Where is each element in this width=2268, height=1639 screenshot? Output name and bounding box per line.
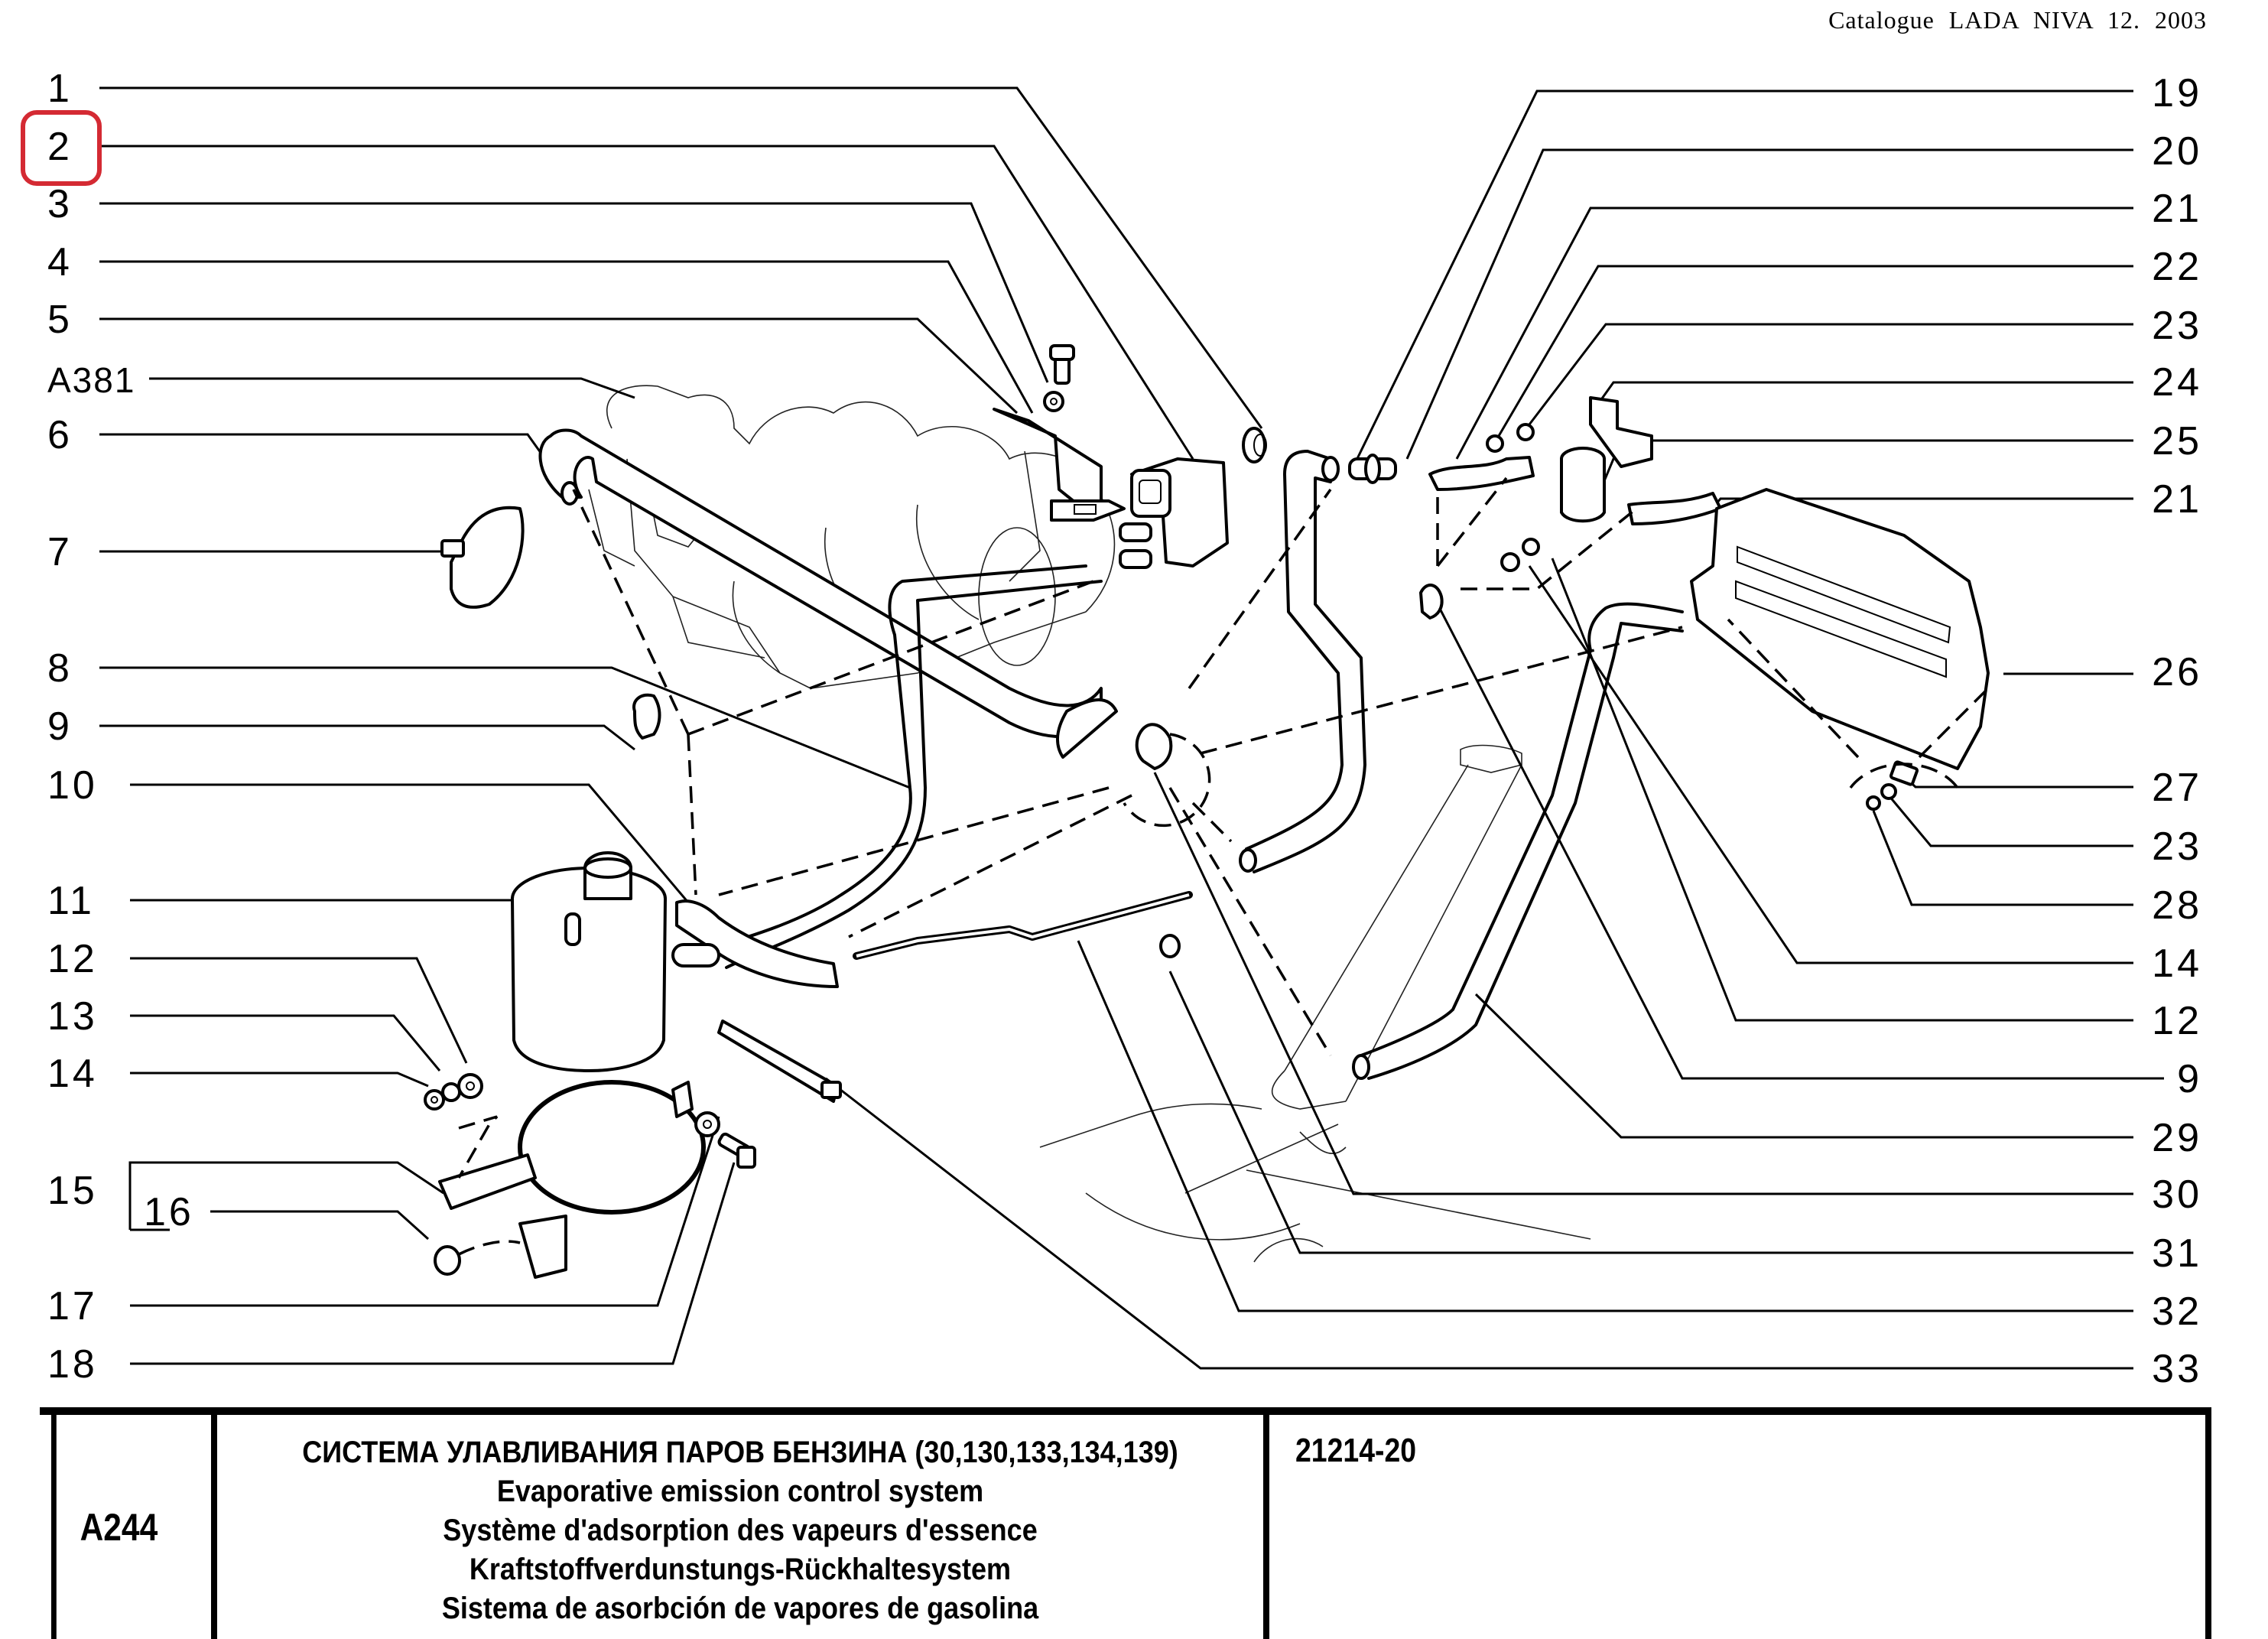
hose-part-19 xyxy=(1239,450,1366,873)
title-german: Kraftstoffverdunstungs-Rückhaltesystem xyxy=(469,1553,1012,1586)
washer-part-4 xyxy=(1043,391,1064,412)
callout-right-27: 27 xyxy=(2152,766,2202,810)
nut-part-12-right xyxy=(1500,552,1520,572)
hose-part-10 xyxy=(671,899,839,988)
callouts-right: 19 20 21 22 23 24 25 21 26 27 23 28 14 12 9 29 30 31 32 33 xyxy=(2152,71,2202,1391)
callout-left-3: 3 xyxy=(47,182,73,226)
description-cell: СИСТЕМА УЛАВЛИВАНИЯ ПАРОВ БЕНЗИНА (30,13… xyxy=(211,1415,1263,1639)
clamp-part-9-right xyxy=(1419,584,1444,620)
clamp-part-30 xyxy=(1135,723,1173,770)
callout-left-11: 11 xyxy=(47,879,95,923)
grommet-part-1 xyxy=(1242,427,1267,463)
callout-right-30: 30 xyxy=(2152,1172,2202,1217)
callout-left-7: 7 xyxy=(47,530,73,574)
callout-right-28: 28 xyxy=(2152,883,2202,928)
callout-left-15: 15 xyxy=(47,1169,98,1213)
callout-right-24: 24 xyxy=(2152,360,2202,405)
valve-part-25 xyxy=(1560,447,1606,523)
bolt-part-18 xyxy=(717,1132,756,1169)
callout-left-12: 12 xyxy=(47,937,98,981)
assembly-arrows xyxy=(457,476,1990,1256)
callout-right-19: 19 xyxy=(2152,71,2202,115)
reference-cell: A244 xyxy=(51,1415,181,1639)
highlight-box xyxy=(21,110,102,186)
fuel-tank-ghost xyxy=(1039,744,1591,1263)
washer-part-23-upper xyxy=(1516,423,1535,441)
callout-left-6: 6 xyxy=(47,413,73,457)
purge-valve-part-2 xyxy=(1119,457,1229,569)
washer-part-14-left xyxy=(424,1089,445,1111)
title-french: Système d'adsorption des vapeurs d'essen… xyxy=(443,1514,1038,1547)
hose-part-29 xyxy=(1352,602,1684,1080)
grommet-part-31 xyxy=(1159,934,1181,958)
callout-right-21: 21 xyxy=(2152,187,2202,231)
washer-part-23-lower xyxy=(1880,783,1897,800)
callout-right-21: 21 xyxy=(2152,477,2202,522)
tube-part-32 xyxy=(853,891,1193,960)
callout-left-8: 8 xyxy=(47,646,73,691)
callout-left-1: 1 xyxy=(47,67,73,111)
callout-left-14: 14 xyxy=(47,1052,98,1096)
bolt-part-3 xyxy=(1049,344,1075,385)
catalog-header: Catalogue LADA NIVA 12. 2003 xyxy=(1828,6,2207,34)
lock-washer-part-13 xyxy=(441,1082,461,1102)
callout-right-32: 32 xyxy=(2152,1289,2202,1334)
washer-part-17 xyxy=(694,1111,720,1137)
title-spanish: Sistema de asorbción de vapores de gasol… xyxy=(441,1592,1039,1625)
callout-right-26: 26 xyxy=(2152,650,2202,694)
assembly-code: 21214-20 xyxy=(1295,1432,1417,1469)
callout-left-4: 4 xyxy=(47,240,73,285)
callout-left-13: 13 xyxy=(47,994,98,1039)
callout-left-18: 18 xyxy=(47,1342,98,1387)
callout-right-14: 14 xyxy=(2152,941,2202,986)
title-russian: СИСТЕМА УЛАВЛИВАНИЯ ПАРОВ БЕНЗИНА (30,13… xyxy=(302,1436,1178,1469)
hose-part-21-lower xyxy=(1627,492,1722,525)
washer-part-14-right xyxy=(1522,538,1540,556)
clamp-part-9-left xyxy=(632,693,661,740)
code-cell: 21214-20 xyxy=(1263,1415,2211,1639)
callout-left-A381: A381 xyxy=(47,360,135,400)
callout-right-31: 31 xyxy=(2152,1231,2202,1276)
callout-right-12: 12 xyxy=(2152,999,2202,1043)
callout-left-2: 2 xyxy=(47,125,73,169)
connector-part-20 xyxy=(1348,454,1397,484)
callout-right-20: 20 xyxy=(2152,129,2202,174)
hose-part-21-upper xyxy=(1428,456,1535,491)
screw-part-28 xyxy=(1866,795,1881,811)
callout-left-10: 10 xyxy=(47,763,98,808)
callout-right-23: 23 xyxy=(2152,304,2202,348)
strap-part-33 xyxy=(717,1019,842,1103)
canister-part-11 xyxy=(511,851,667,1072)
adsorber-part-26 xyxy=(1690,488,1990,770)
callout-right-29: 29 xyxy=(2152,1116,2202,1160)
reference-code: A244 xyxy=(80,1505,158,1549)
nut-part-16 xyxy=(434,1245,461,1276)
callout-right-9: 9 xyxy=(2177,1057,2202,1101)
callout-right-23: 23 xyxy=(2152,824,2202,869)
hose-part-6 xyxy=(538,428,1118,759)
callout-right-25: 25 xyxy=(2152,419,2202,463)
title-english: Evaporative emission control system xyxy=(496,1475,984,1508)
nut-part-12 xyxy=(457,1073,483,1099)
leader-lines-left xyxy=(99,86,1263,1365)
cable-tie-part-7 xyxy=(440,506,525,609)
bracket-part-24 xyxy=(1589,396,1653,468)
intake-manifold-ghost xyxy=(588,385,1116,689)
title-block: A244 СИСТЕМА УЛАВЛИВАНИЯ ПАРОВ БЕНЗИНА (… xyxy=(40,1407,2211,1639)
callout-left-9: 9 xyxy=(47,704,73,749)
callout-right-33: 33 xyxy=(2152,1347,2202,1391)
callout-left-5: 5 xyxy=(47,298,73,342)
callout-left-17: 17 xyxy=(47,1284,98,1328)
callout-left-16: 16 xyxy=(144,1190,194,1234)
screw-part-22 xyxy=(1486,434,1504,453)
callout-right-22: 22 xyxy=(2152,245,2202,289)
bracket-part-5 xyxy=(993,408,1126,522)
strap-part-15 xyxy=(438,1080,706,1279)
